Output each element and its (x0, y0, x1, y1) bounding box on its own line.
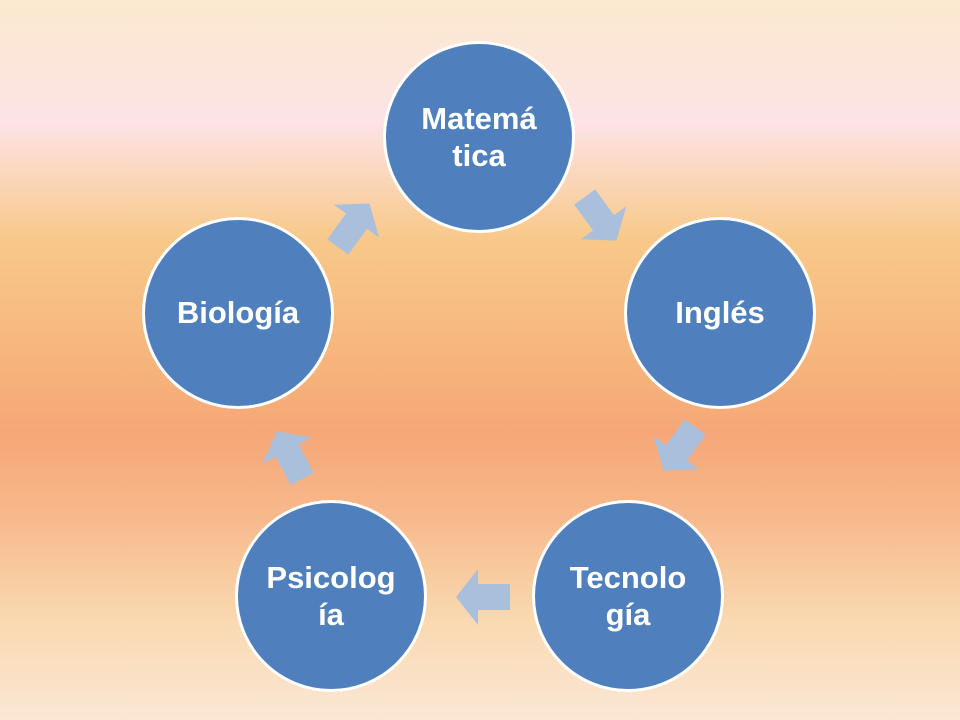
arrow-tecnologia-to-psicologia (456, 569, 510, 625)
node-matematica: Matemá tica (383, 41, 575, 233)
node-biologia: Biología (142, 217, 334, 409)
node-psicologia-line1: Psicolog (266, 559, 396, 595)
node-tecnologia-line1: Tecnolo (569, 559, 687, 595)
node-matematica-line2: tica (452, 138, 506, 173)
node-matematica-line1: Matemá (421, 100, 537, 136)
node-ingles-label: Inglés (675, 295, 765, 331)
node-biologia-label: Biología (176, 295, 300, 331)
arrow-biologia-to-matematica (327, 203, 380, 255)
node-tecnologia: Tecnolo gía (532, 500, 724, 692)
node-tecnologia-line2: gía (605, 597, 651, 632)
node-ingles: Inglés (624, 217, 816, 409)
arrow-psicologia-to-biologia (262, 431, 314, 486)
node-psicologia: Psicolog ía (235, 500, 427, 692)
arrow-matematica-to-ingles (574, 189, 627, 241)
arrow-ingles-to-tecnologia (653, 419, 706, 471)
node-psicologia-line2: ía (318, 597, 344, 632)
